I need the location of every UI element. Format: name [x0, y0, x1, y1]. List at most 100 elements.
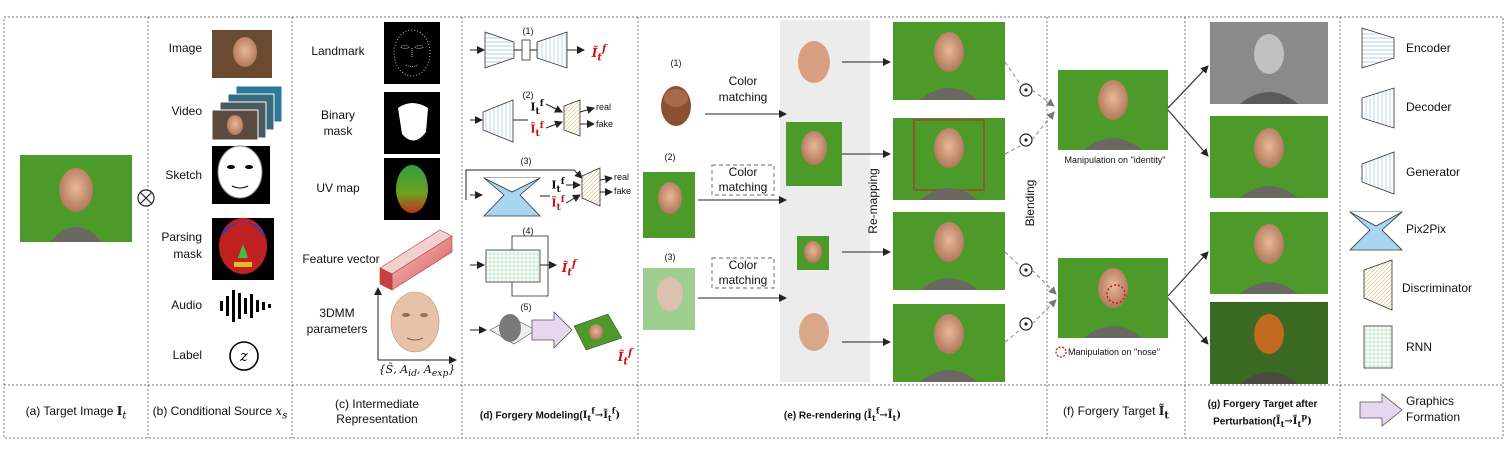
outer-frame — [3, 16, 1504, 439]
landmark-thumb — [384, 22, 440, 84]
forgery-identity-image — [1058, 70, 1168, 150]
binary-label-2: mask — [323, 124, 353, 138]
caption-f: (f) Forgery Target Ĩt — [1062, 404, 1170, 422]
source-image-thumb — [212, 30, 272, 78]
legend-encoder-shape — [1361, 27, 1395, 69]
model-3-real-input: Itf — [551, 176, 565, 195]
source-label-video: Video — [171, 104, 202, 118]
3dmm-formula: {S̄, Aid, Aexp} — [378, 363, 456, 380]
re-mapping-arrows — [842, 58, 891, 346]
model-4-rnn — [470, 235, 557, 297]
rerender-source-2 — [643, 172, 695, 238]
source-audio-icon — [220, 290, 271, 322]
source-video-thumb — [211, 85, 283, 141]
feature-vector-icon — [379, 229, 453, 291]
model-1-output: Ĩtf — [591, 44, 607, 64]
source-sketch-thumb — [212, 145, 270, 204]
model-4-output: Ĩtf — [561, 259, 577, 279]
color-matching-3a: Color — [728, 258, 758, 272]
otimes-icon — [137, 189, 155, 207]
legend-graphics-shape — [1359, 393, 1403, 427]
legend-generator-shape — [1361, 151, 1395, 195]
legend-encoder: Encoder — [1406, 41, 1451, 55]
model-2-gan — [470, 99, 595, 143]
legend-pix2pix-shape — [1348, 211, 1404, 251]
uv-map-thumb — [384, 158, 440, 220]
model-5-output: Ĩtf — [617, 348, 633, 368]
landmark-label: Landmark — [311, 44, 365, 58]
3dmm-axes — [374, 287, 457, 364]
svg-text:z: z — [239, 347, 248, 365]
uv-map-label: UV map — [316, 181, 360, 195]
binary-mask-thumb — [384, 92, 440, 154]
legend-generator: Generator — [1406, 165, 1461, 179]
source-label-parsing: Parsing — [161, 230, 202, 244]
source-label-label: Label — [172, 348, 202, 362]
nose-caption: Manipulation on "nose" — [1068, 347, 1160, 357]
source-label-icon: z — [229, 341, 259, 371]
model-num-5: (5) — [520, 302, 532, 312]
target-image — [20, 155, 132, 242]
legend-discriminator: Discriminator — [1402, 281, 1473, 295]
3dmm-label-1: 3DMM — [319, 306, 355, 320]
identity-caption: Manipulation on "identity" — [1064, 155, 1166, 165]
caption-b: (b) Conditional Source xs — [152, 404, 288, 422]
blending-odot-icons — [1019, 83, 1033, 331]
model-2-real-input: Itf — [530, 98, 544, 117]
remapped-frames — [893, 22, 1005, 382]
model-num-3: (3) — [520, 156, 532, 166]
blending-label: Blending — [1023, 179, 1037, 227]
caption-e: (e) Re-rendering (Ĩtf→Ĩt) — [783, 406, 902, 424]
color-matching-2b: matching — [718, 180, 768, 194]
legend-discriminator-shape — [1363, 259, 1393, 311]
source-label-sketch: Sketch — [165, 168, 202, 182]
caption-a: (a) Target Image It — [25, 404, 127, 422]
rerender-num-2: (2) — [664, 152, 676, 162]
legend-rnn: RNN — [1406, 340, 1432, 354]
perturbation-arrows — [1167, 65, 1209, 345]
caption-d: (d) Forgery Modeling(Itf→Ĩtf) — [479, 406, 621, 424]
model-num-4: (4) — [522, 226, 534, 236]
perturbed-images — [1210, 22, 1328, 384]
legend-formation: Formation — [1406, 410, 1461, 424]
model-1-encoder-decoder — [470, 31, 585, 69]
rerender-num-1: (1) — [670, 58, 682, 68]
nose-marker-icon — [1055, 346, 1067, 358]
color-matching-boxes — [698, 110, 787, 302]
model-2-fake: fake — [596, 119, 614, 129]
re-mapping-label: Re-mapping — [866, 168, 880, 234]
model-3-pix2pix — [465, 167, 613, 217]
legend-decoder: Decoder — [1406, 100, 1452, 114]
model-num-1: (1) — [522, 26, 534, 36]
legend-decoder-shape — [1361, 87, 1395, 129]
binary-label-1: Binary — [320, 108, 355, 122]
re-rendered-faces — [786, 41, 842, 351]
model-2-fake-input: Ĩtf — [530, 120, 544, 139]
model-3-fake: fake — [614, 186, 632, 196]
3dmm-label-2: parameters — [306, 322, 368, 336]
legend-rnn-shape — [1363, 325, 1393, 369]
feature-vector-label: Feature vector — [302, 252, 380, 266]
model-5-graphics — [470, 311, 623, 351]
source-label-image: Image — [168, 41, 202, 55]
color-matching-1a: Color — [728, 74, 758, 88]
model-num-2: (2) — [522, 90, 534, 100]
forgery-nose-image — [1058, 258, 1168, 338]
blending-arrows — [1004, 61, 1057, 343]
legend-graphics: Graphics — [1406, 394, 1455, 408]
model-2-real: real — [596, 102, 612, 112]
color-matching-2a: Color — [728, 165, 758, 179]
model-3-real: real — [614, 172, 630, 182]
legend-pix2pix: Pix2Pix — [1406, 222, 1447, 236]
source-label-mask: mask — [173, 247, 202, 261]
rerender-source-3 — [643, 268, 695, 330]
rerender-source-1 — [661, 86, 691, 126]
color-matching-3b: matching — [718, 273, 768, 287]
rerender-num-3: (3) — [664, 252, 676, 262]
source-parsing-mask-thumb — [212, 218, 274, 280]
model-3-fake-input: Ĩtf — [551, 194, 565, 213]
source-label-audio: Audio — [171, 298, 202, 312]
